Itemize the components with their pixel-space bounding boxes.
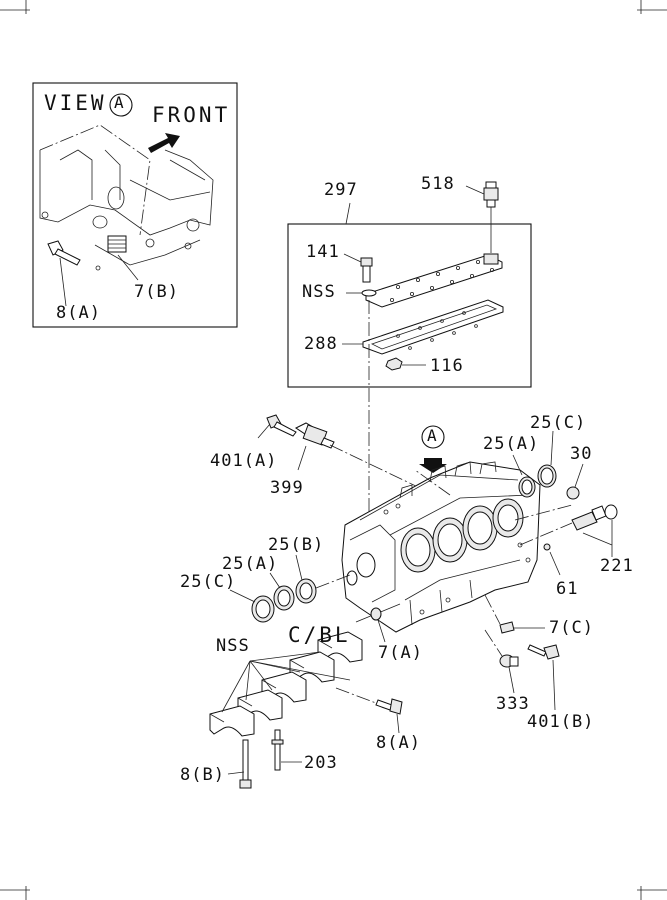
- part-518-sensor: [483, 181, 499, 208]
- part-401a-bolt: [266, 414, 297, 437]
- callout-nss-top: NSS: [302, 282, 336, 302]
- callout-518: 518: [421, 174, 455, 194]
- callout-141: 141: [306, 242, 340, 262]
- part-221-plug: [571, 504, 618, 531]
- part-203-stud: [271, 729, 284, 771]
- callout-7a: 7(A): [378, 643, 423, 663]
- part-401b-bolt: [527, 644, 560, 660]
- callout-nss-bottom: NSS: [216, 636, 250, 656]
- callout-25a-right: 25(A): [483, 434, 540, 454]
- part-25c-right-bearing: [537, 464, 557, 488]
- part-399-sensor: [295, 422, 335, 449]
- part-8b-bolt: [239, 739, 252, 789]
- callout-221: 221: [600, 556, 634, 576]
- oil-pan-group-frame: [287, 223, 532, 388]
- part-333-washer: [499, 654, 519, 668]
- callout-25b: 25(B): [268, 535, 325, 555]
- callout-25c-right: 25(C): [530, 413, 587, 433]
- part-25c-left-bearing: [251, 595, 275, 623]
- callout-333: 333: [496, 694, 530, 714]
- callout-288: 288: [304, 334, 338, 354]
- callout-8a-inset: 8(A): [56, 303, 101, 323]
- part-116-nut: [385, 357, 403, 371]
- marker-a-letter: A: [427, 426, 438, 445]
- part-7a-plug: [370, 607, 382, 621]
- callout-cbl: C/BL: [288, 623, 351, 647]
- part-8a-cap-bolt: [375, 698, 403, 715]
- view-marker-letter: A: [114, 93, 125, 112]
- callout-8a: 8(A): [376, 733, 421, 753]
- front-arrow-icon: [148, 133, 180, 153]
- view-a-direction-marker: [421, 425, 445, 449]
- callout-401b: 401(B): [527, 712, 595, 732]
- callout-25a-left: 25(A): [222, 554, 279, 574]
- view-a-marker-circle: [109, 93, 133, 117]
- part-25b-bearing: [295, 578, 317, 604]
- part-25a-right-bearing: [518, 476, 536, 498]
- callout-7c: 7(C): [549, 618, 594, 638]
- callout-399: 399: [270, 478, 304, 498]
- inset-block-sketch: [39, 124, 214, 271]
- part-141-bolt: [360, 257, 373, 283]
- callout-297: 297: [324, 180, 358, 200]
- callout-61: 61: [556, 579, 579, 599]
- part-61-pin: [543, 543, 551, 551]
- down-arrow-icon: [419, 458, 447, 473]
- part-7c-plug: [499, 621, 515, 634]
- part-288-gasket: [362, 299, 504, 355]
- part-oil-plate: [365, 254, 503, 308]
- callout-7b: 7(B): [134, 282, 179, 302]
- front-label: FRONT: [152, 103, 231, 127]
- callout-203: 203: [304, 753, 338, 773]
- callout-30: 30: [570, 444, 593, 464]
- bearing-caps-group: [209, 631, 363, 737]
- callout-116: 116: [430, 356, 464, 376]
- callout-25c-left: 25(C): [180, 572, 237, 592]
- part-25a-left-bearing: [273, 585, 295, 611]
- part-30-plug: [566, 486, 580, 500]
- cylinder-block: [341, 461, 541, 633]
- callout-8b: 8(B): [180, 765, 225, 785]
- view-a-inset-frame: [32, 82, 238, 328]
- view-title: VIEW: [44, 91, 107, 115]
- callout-401a: 401(A): [210, 451, 278, 471]
